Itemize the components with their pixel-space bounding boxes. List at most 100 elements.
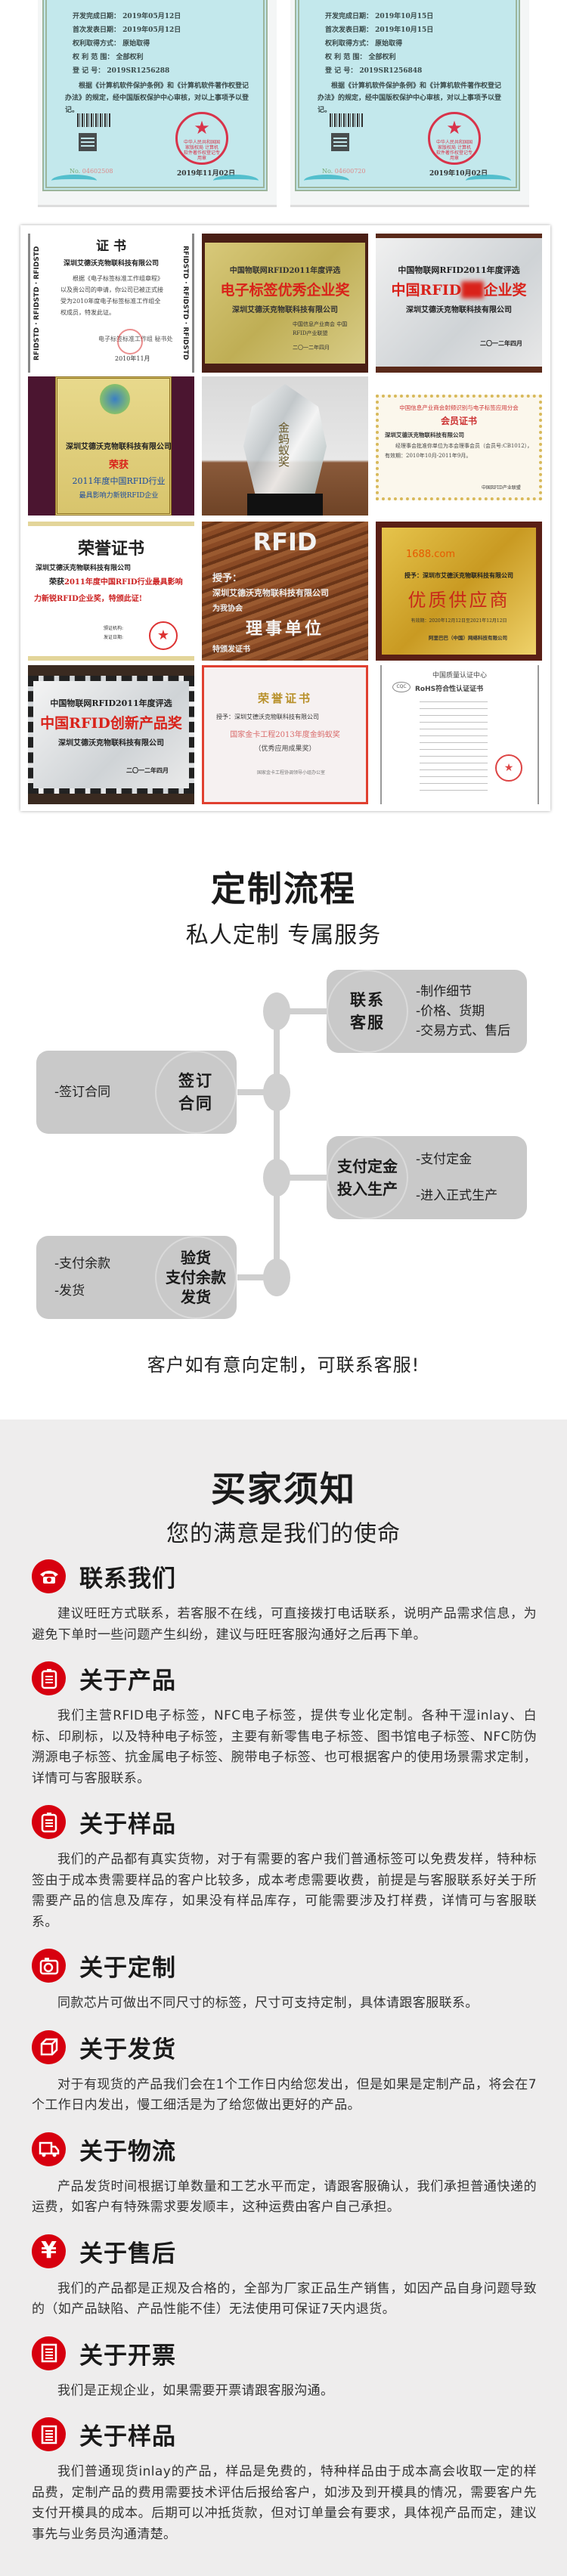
cert-issuer: 中国信息产业商会 中国RFID产业联盟 (293, 321, 348, 336)
step-title: 支付定金投入生产 (327, 1136, 408, 1219)
cert-paragraph: 根据《计算机软件保护条例》和《计算机软件著作权登记办法》的规定，经中国版权保护中… (318, 82, 502, 114)
red-seal: ★中华人民共和国国家版权局 计算机软件著作权登记专用章 (175, 112, 228, 165)
timeline-dot (263, 1073, 290, 1111)
clipboard-icon (32, 1805, 66, 1839)
notice-title: 买家须知 (211, 1469, 356, 1509)
cert-company: 深圳艾德沃克物联科技有限公司 (36, 565, 132, 572)
software-copyright-certificate-1: 开发完成日期： 2019年05月12日 首次发表日期： 2019年05月12日 … (38, 0, 277, 207)
section-title: 关于发货 (79, 2036, 176, 2064)
notice-samples-fees: 关于样品 我们普通现货inlay的产品，样品是免费的，特种样品由于成本高会收取一… (32, 2417, 537, 2545)
section-body: 产品发货时间根据订单数量和工艺水平而定，请跟客服确认，我们承担普通快递的运费，如… (32, 2178, 537, 2215)
cert-row: 开发完成日期： 2019年05月12日 (73, 13, 181, 20)
step-items: -支付余款-发货 (54, 1256, 111, 1299)
cert-body: 经理事会批准你单位为本会理事会员（会员号:CB1012），有效期：2010年10… (385, 443, 533, 459)
cert-company: 授予：深圳市艾德沃克物联科技有限公司 (404, 571, 513, 579)
software-copyright-certificate-2: 开发完成日期： 2019年10月15日 首次发表日期： 2019年10月15日 … (290, 0, 529, 207)
red-seal: ★ (149, 621, 178, 650)
notice-logistics: 关于物流 产品发货时间根据订单数量和工艺水平而定，请跟客服确认，我们承担普通快递… (32, 2132, 537, 2218)
cert-paragraph: 根据《计算机软件保护条例》和《计算机软件著作权登记办法》的规定，经中国版权保护中… (65, 82, 249, 114)
section-body: 我们主营RFID电子标签，NFC电子标签，提供专业化定制。各种干湿inlay、白… (32, 1708, 537, 1786)
cert-text: 授予： (212, 573, 243, 584)
1688-logo: 1688.com (406, 549, 455, 560)
notice-contact-us: 联系我们 建议旺旺方式联系，若客服不在线，可直接拨打电话联系，说明产品需求信息，… (32, 1559, 537, 1646)
timeline-connector (287, 1175, 330, 1181)
certificate-rfidstd-member: 证 书 深圳艾德沃克物联科技有限公司 根据《电子标签标准工作组章程》以及贵公司的… (28, 234, 194, 373)
cert-row: 权利取得方式： 原始取得 (325, 40, 403, 48)
notice-shipping: 关于发货 对于有现货的产品我们会在1个工作日内给您发出，但是如果是定制产品，将会… (32, 2030, 537, 2116)
camera-icon (32, 1949, 66, 1983)
cert-company: 深圳艾德沃克物联科技有限公司 (212, 588, 329, 598)
cert-text: 中国物联网RFID2011年度评选 (229, 267, 341, 275)
section-body: 我们是正规企业，如果需要开票请跟客服沟通。 (57, 2382, 334, 2398)
cert-company: 深圳艾德沃克物联科技有限公司 (66, 443, 172, 451)
document-icon (32, 2336, 66, 2370)
notice-customization: 关于定制 同款芯片可做出不同尺寸的标签，尺寸可支持定制，具体请跟客服联系。 (32, 1949, 537, 2014)
cert-company: 深圳艾德沃克物联科技有限公司 (232, 306, 338, 314)
step-title: 验货支付余款发货 (155, 1236, 237, 1319)
section-body: 我们的产品都是正规及合格的，全部为厂家正品生产销售，如因产品自身问题导致的（如产… (32, 2280, 537, 2317)
cert-date: 2019年11月02日 (177, 170, 236, 178)
cert-row: 权 利 范 围： 全部权利 (73, 54, 144, 61)
plaque-quality-supplier: 1688.com 授予：深圳市艾德沃克物联科技有限公司 优质供应商 有效期：20… (376, 522, 542, 661)
clipboard-icon (32, 1661, 66, 1695)
timeline-connector (237, 1089, 268, 1095)
notice-product: 关于产品 我们主营RFID电子标签，NFC电子标签，提供专业化定制。各种干湿in… (32, 1661, 537, 1789)
certificate-member: 中国信息产业商会射频识别与电子标签应用分会 会员证书 深圳艾德沃克物联科技有限公… (376, 376, 542, 516)
timeline-connector (237, 1274, 268, 1280)
phone-icon (32, 1559, 66, 1593)
cert-row: 登 记 号： 2019SR1256848 (325, 67, 423, 75)
cqc-logo: CQC (392, 682, 411, 692)
decorative-wave (304, 175, 349, 187)
decorative-wave (213, 175, 259, 187)
cert-award: 国家金卡工程2013年度金蚂蚁奖 (230, 731, 340, 739)
flow-step-sign-contract: 签订合同 -签订合同 (36, 1051, 237, 1134)
section-body: 我们的产品都有真实货物，对于有需要的客户我们普通标签可以免费发样，特种标签由于成… (32, 1852, 537, 1930)
honor-certificates-grid: 证 书 深圳艾德沃克物联科技有限公司 根据《电子标签标准工作组章程》以及贵公司的… (20, 225, 550, 811)
trophy-text: 金蚂蚁奖 (277, 422, 290, 467)
cert-award: 优质供应商 (407, 590, 510, 611)
cert-row: 开发完成日期： 2019年10月15日 (325, 13, 434, 20)
certificate-rohs: 中国质量认证中心 CQC RoHS符合性认证证书 ★ (380, 665, 539, 804)
plaque-electronic-tag-excellence: 中国物联网RFID2011年度评选 电子标签优秀企业奖 深圳艾德沃克物联科技有限… (202, 234, 368, 373)
rfid-logo: RFID (253, 528, 318, 556)
decorative-wave (466, 175, 511, 187)
cert-company: 深圳艾德沃克物联科技有限公司 (63, 260, 159, 268)
section-body: 我们普通现货inlay的产品，样品是免费的，特种样品由于成本高会收取一定的样品费… (32, 2464, 537, 2542)
cert-date: 二〇一二年四月 (126, 766, 169, 774)
side-text: RFIDSTD · RFIDSTD · RFIDSTD (181, 246, 189, 361)
certificate-golden-ant-award: 荣誉证书 授予：深圳艾德沃克物联科技有限公司 国家金卡工程2013年度金蚂蚁奖 … (202, 665, 368, 804)
cert-issuer: 中国RFID产业联盟 (482, 485, 521, 491)
cert-award: 理事单位 (245, 619, 324, 639)
step-items: -支付定金-进入正式生产 (416, 1152, 498, 1203)
flow-step-inspect-pay-ship: 验货支付余款发货 -支付余款-发货 (36, 1236, 237, 1319)
truck-icon (32, 2132, 66, 2166)
section-title: 关于开票 (79, 2342, 176, 2370)
cert-text: 特颁发证书 (212, 646, 250, 654)
barcode (77, 113, 110, 127)
section-body: 同款芯片可做出不同尺寸的标签，尺寸可支持定制，具体请跟客服联系。 (57, 1995, 479, 2011)
section-title: 关于物流 (79, 2138, 176, 2166)
cert-award: 电子标签优秀企业奖 (220, 282, 350, 299)
section-title: 联系我们 (79, 1565, 176, 1593)
step-title: 签订合同 (155, 1051, 237, 1134)
cert-text: 中国物联网RFID2011年度评选 (398, 265, 520, 275)
cert-body: 根据《电子标签标准工作组章程》以及贵公司的申请，你公司已被正式接受为2010年度… (60, 275, 163, 316)
red-seal: ★中华人民共和国国家版权局 计算机软件著作权登记专用章 (428, 112, 481, 165)
cert-row: 权 利 范 围： 全部权利 (325, 54, 396, 61)
flow-subtitle: 私人定制 专属服务 (185, 922, 382, 949)
notice-list: 联系我们 建议旺旺方式联系，若客服不在线，可直接拨打电话联系，说明产品需求信息，… (32, 1559, 537, 2561)
notice-samples: 关于样品 我们的产品都有真实货物，对于有需要的客户我们普通标签可以免费发样，特种… (32, 1805, 537, 1933)
cert-date: 2010年11月 (115, 355, 150, 362)
cert-text: 荣获 (108, 460, 129, 471)
red-seal (117, 329, 143, 355)
cert-org: 中国质量认证中心 (432, 672, 487, 680)
cert-text: 最具影响力新锐RFID企业 (79, 492, 159, 500)
plaque-influential-rfid-enterprise: 深圳艾德沃克物联科技有限公司 荣获 2011年度中国RFID行业 最具影响力新锐… (28, 376, 194, 516)
cert-award: 中国RFID创新产品奖 (40, 715, 182, 732)
decorative-wave (51, 175, 97, 187)
plaque-rfid-council-member: RFID 授予： 深圳艾德沃克物联科技有限公司 为我协会 理事单位 特颁发证书 (202, 522, 368, 661)
flow-title: 定制流程 (211, 868, 356, 909)
cert-row: 首次发表日期： 2019年05月12日 (73, 26, 181, 34)
cert-company: 深圳艾德沃克物联科技有限公司 (406, 306, 512, 314)
certificate-honor: 荣誉证书 深圳艾德沃克物联科技有限公司 荣获2011年度中国RFID行业最具影响… (28, 522, 194, 661)
